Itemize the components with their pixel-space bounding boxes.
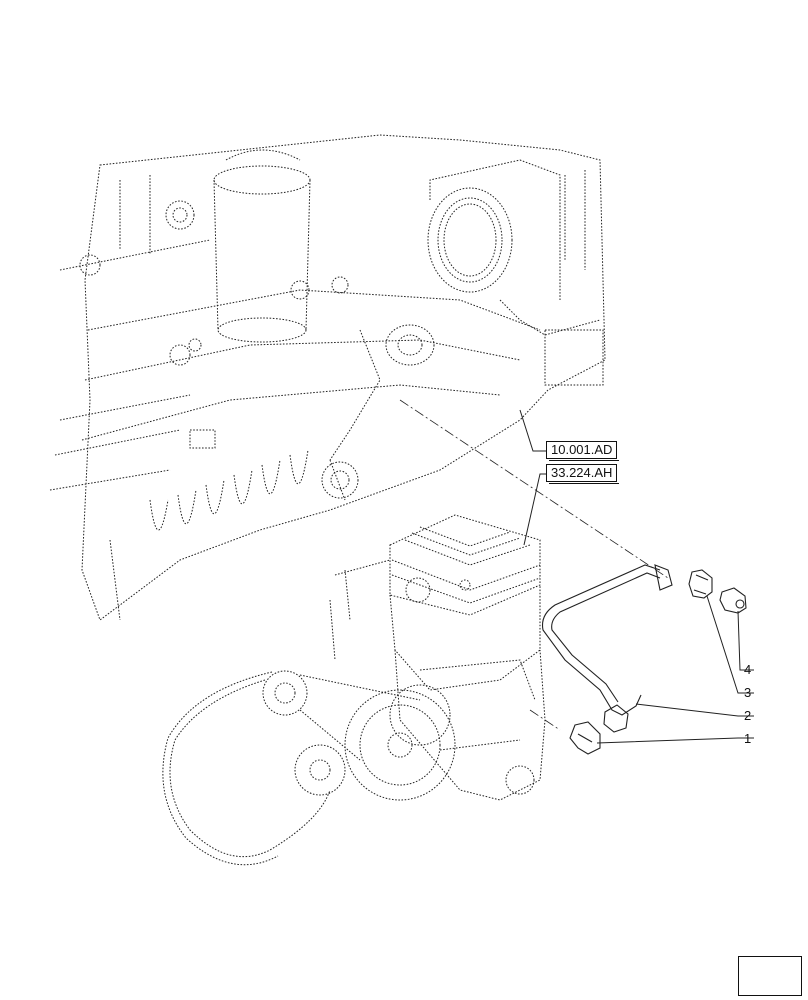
callout-2: 2 <box>744 708 752 723</box>
callout-3: 3 <box>744 685 752 700</box>
engine-block <box>49 134 606 621</box>
reference-leaders <box>519 409 546 546</box>
reference-box-10-001-ad[interactable]: 10.001.AD <box>546 441 620 461</box>
pipe-assembly <box>541 564 747 755</box>
callout-leaders <box>596 595 754 744</box>
center-lines <box>399 399 669 731</box>
nav-button[interactable] <box>738 956 802 996</box>
air-compressor <box>162 514 546 866</box>
callout-1: 1 <box>744 731 752 746</box>
reference-box-33-224-ah[interactable]: 33.224.AH <box>546 464 620 484</box>
callout-4: 4 <box>744 662 752 677</box>
